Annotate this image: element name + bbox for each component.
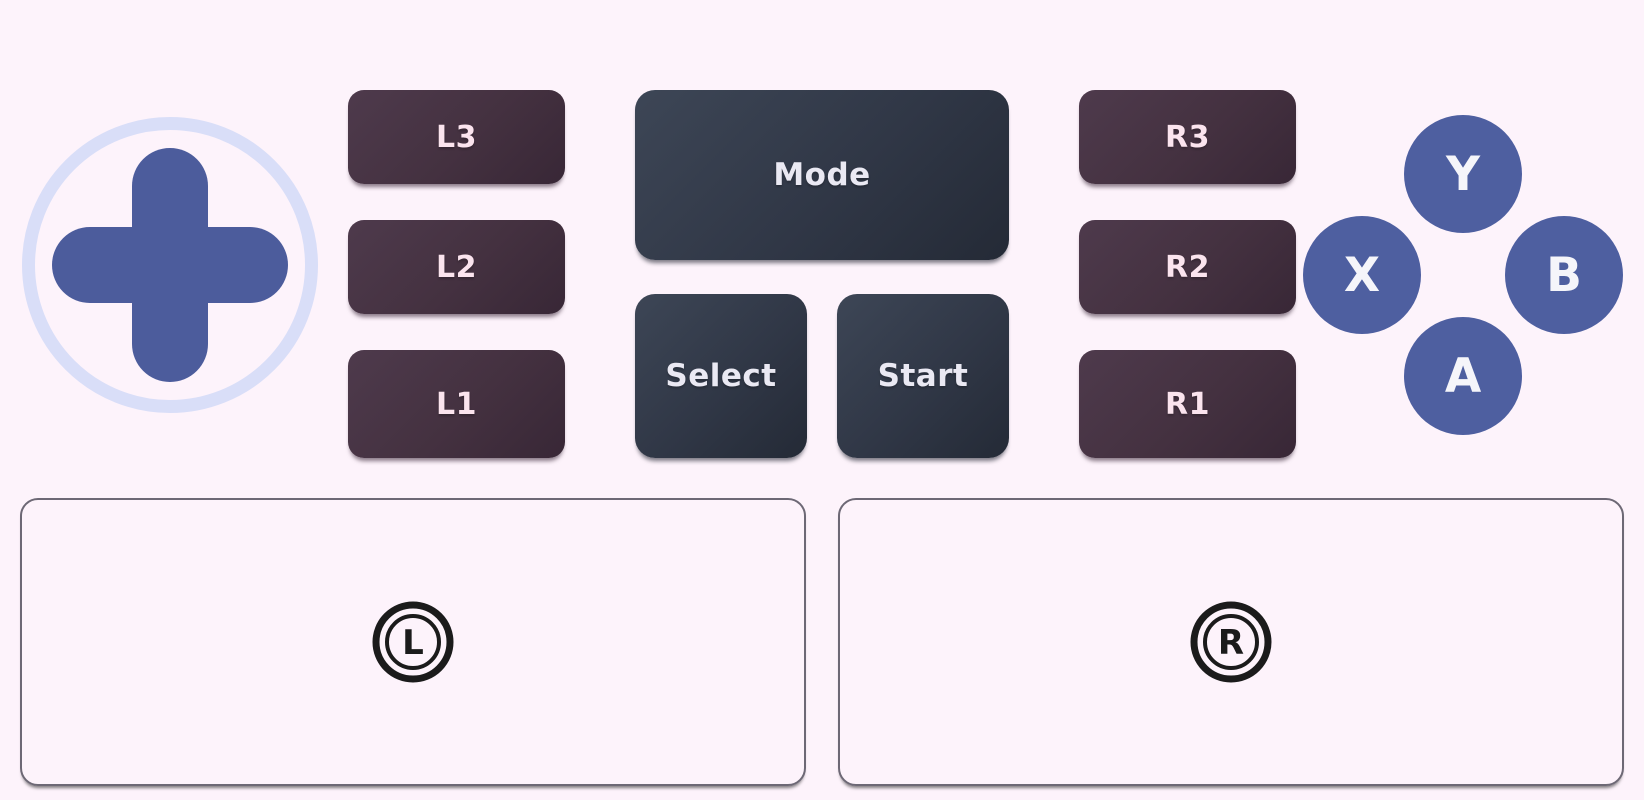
left-stick-letter: L xyxy=(402,623,424,663)
left-stick-zone[interactable]: L xyxy=(20,498,806,786)
button-r3[interactable]: R3 xyxy=(1079,90,1296,184)
button-a[interactable]: A xyxy=(1404,317,1522,435)
button-r1[interactable]: R1 xyxy=(1079,350,1296,458)
right-stick-letter: R xyxy=(1218,623,1244,663)
left-stick-icon: L xyxy=(372,601,454,683)
right-stick-icon: R xyxy=(1190,601,1272,683)
right-stick-zone[interactable]: R xyxy=(838,498,1624,786)
button-l3[interactable]: L3 xyxy=(348,90,565,184)
button-select[interactable]: Select xyxy=(635,294,807,458)
button-start[interactable]: Start xyxy=(837,294,1009,458)
button-mode[interactable]: Mode xyxy=(635,90,1009,260)
button-y[interactable]: Y xyxy=(1404,115,1522,233)
dpad-cross-horizontal xyxy=(52,227,288,303)
button-b[interactable]: B xyxy=(1505,216,1623,334)
button-x[interactable]: X xyxy=(1303,216,1421,334)
button-r2[interactable]: R2 xyxy=(1079,220,1296,314)
button-l1[interactable]: L1 xyxy=(348,350,565,458)
button-l2[interactable]: L2 xyxy=(348,220,565,314)
dpad[interactable] xyxy=(22,117,318,413)
